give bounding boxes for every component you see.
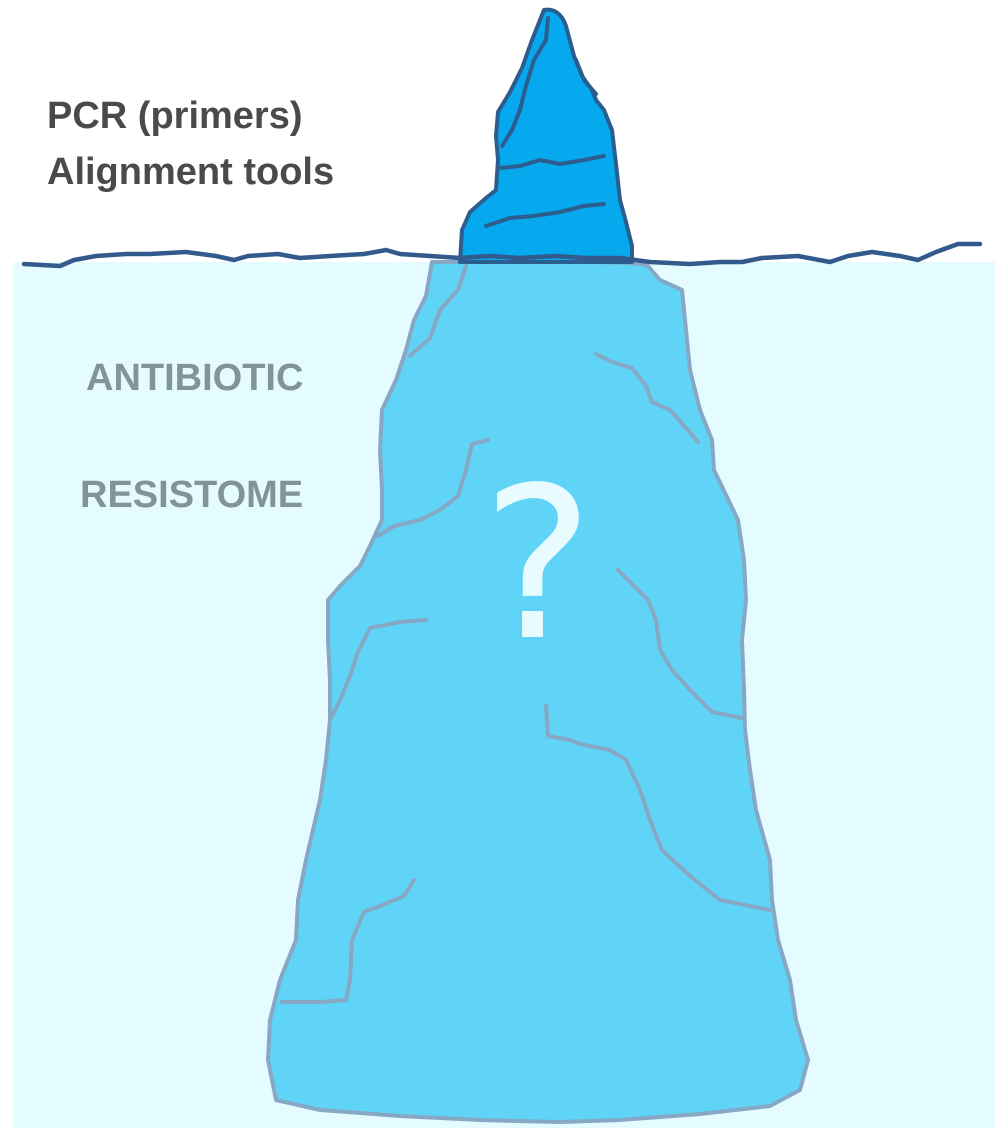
below-water-label-line1: ANTIBIOTIC [86, 356, 303, 400]
above-water-label-line1: PCR (primers) [47, 94, 303, 138]
above-water-label-line2: Alignment tools [47, 150, 334, 194]
below-water-label-line2: RESISTOME [80, 473, 303, 517]
unknown-marker: ? [482, 450, 592, 680]
